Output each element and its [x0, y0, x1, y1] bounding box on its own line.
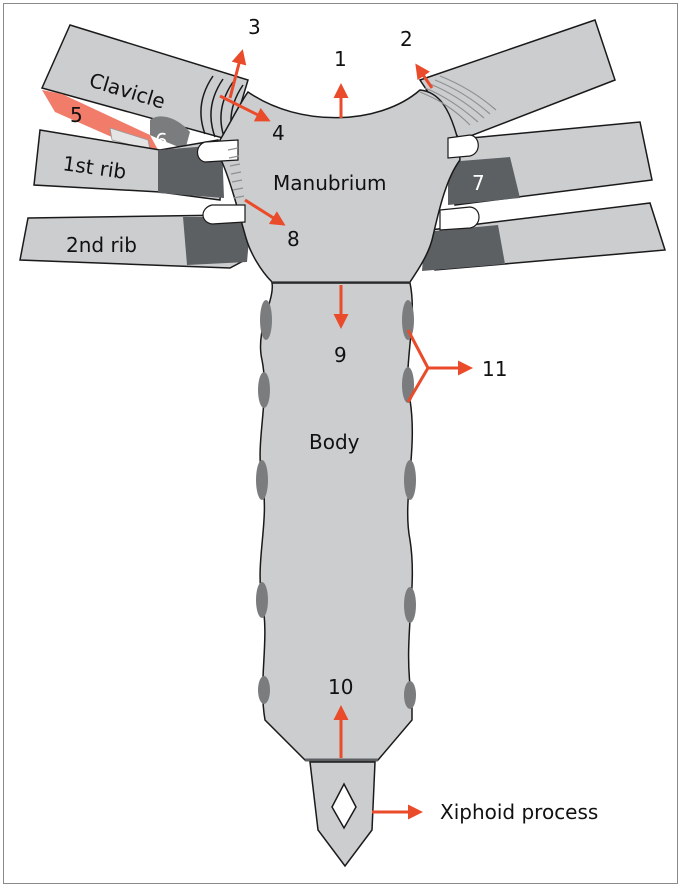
number-10: 10	[328, 675, 353, 699]
ligament-6-shape	[150, 116, 190, 150]
right-notch-1	[447, 134, 479, 159]
arrow-11-lower	[406, 367, 430, 403]
number-5: 5	[70, 103, 83, 127]
arrow-2	[415, 63, 434, 89]
xiphoid-foramen	[331, 782, 357, 830]
number-7: 7	[472, 171, 485, 195]
number-8: 8	[287, 227, 300, 251]
left-notch-1	[196, 139, 239, 163]
second-rib-label: 2nd rib	[66, 233, 137, 257]
arrow-11-upper	[406, 329, 430, 369]
arrow-3	[228, 49, 247, 99]
costal-notches	[256, 300, 416, 709]
number-4: 4	[272, 121, 285, 145]
right-notch-2	[439, 206, 480, 231]
number-9: 9	[334, 343, 347, 367]
number-1: 1	[334, 47, 347, 71]
right-clavicular-hatch	[419, 75, 497, 126]
number-6: 6	[155, 129, 168, 153]
arrow-4	[219, 94, 271, 122]
left-second-costal-cartilage	[183, 217, 250, 265]
arrow-8	[244, 198, 286, 226]
right-first-costal-cartilage	[448, 157, 520, 205]
right-second-costal-cartilage	[422, 225, 505, 271]
manubrium	[219, 89, 461, 283]
body-label: Body	[309, 430, 360, 454]
manubrium-label: Manubrium	[273, 171, 387, 195]
number-3: 3	[248, 15, 261, 39]
annotation-arrows	[219, 49, 473, 820]
number-2: 2	[400, 27, 413, 51]
left-costal-hatch	[227, 147, 245, 199]
left-notch-2	[202, 204, 246, 225]
number-11: 11	[482, 357, 507, 381]
xiphoid-label: Xiphoid process	[440, 800, 598, 824]
